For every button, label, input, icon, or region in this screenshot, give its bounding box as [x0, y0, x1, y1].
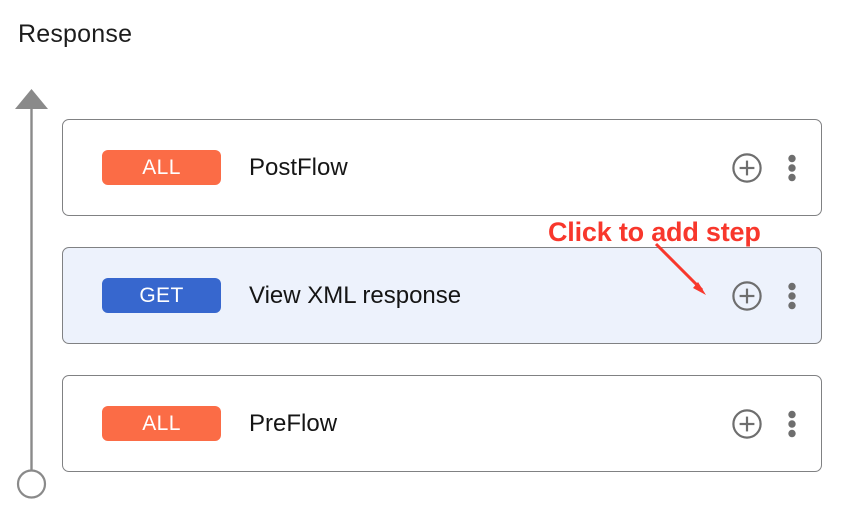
row-actions — [731, 408, 797, 440]
flow-row-postflow[interactable]: ALL PostFlow — [62, 119, 822, 216]
method-badge-get: GET — [102, 278, 221, 313]
flow-row-label: View XML response — [249, 281, 462, 309]
arrow-up-icon — [15, 89, 48, 109]
annotation-label: Click to add step — [548, 217, 761, 247]
row-actions — [731, 152, 797, 184]
flow-row-label: PostFlow — [249, 153, 348, 181]
more-vertical-icon[interactable] — [787, 280, 797, 312]
plus-circle-icon[interactable] — [731, 408, 763, 440]
circle-outline-icon — [16, 469, 47, 499]
more-vertical-icon[interactable] — [787, 408, 797, 440]
plus-circle-icon[interactable] — [731, 152, 763, 184]
flow-rows-list: ALL PostFlow GET View XML response — [62, 119, 822, 472]
method-badge-all: ALL — [102, 150, 221, 185]
flow-row-view-xml-response[interactable]: GET View XML response — [62, 247, 822, 344]
flow-direction-axis — [10, 88, 54, 500]
method-badge-all: ALL — [102, 406, 221, 441]
flow-row-label: PreFlow — [249, 409, 338, 437]
flow-row-preflow[interactable]: ALL PreFlow — [62, 375, 822, 472]
row-actions — [731, 280, 797, 312]
plus-circle-icon[interactable] — [731, 280, 763, 312]
more-vertical-icon[interactable] — [787, 152, 797, 184]
page-title: Response — [18, 20, 133, 48]
